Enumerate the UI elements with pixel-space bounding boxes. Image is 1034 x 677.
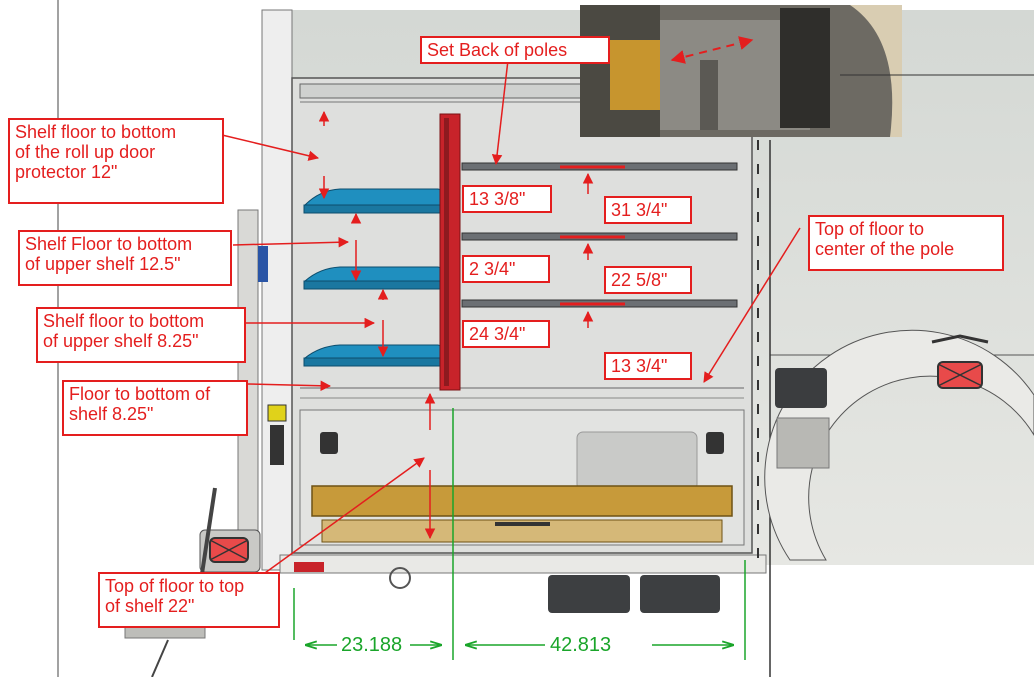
callout-upper-shelf-8-25: Shelf floor to bottom of upper shelf 8.2…: [36, 307, 246, 363]
callout-pole-height-1: 31 3/4": [604, 196, 692, 224]
bottom-sill: [279, 554, 767, 574]
pole-bracket: [439, 113, 461, 391]
side-blue-light: [258, 246, 268, 282]
slide-out-tray: [311, 485, 733, 517]
callout-top-floor-top-shelf: Top of floor to top of shelf 22": [98, 572, 280, 628]
fender-box: [775, 368, 827, 408]
body-left-wall: [261, 9, 293, 571]
under-box-right: [640, 575, 720, 613]
callout-set-back-of-poles: Set Back of poles: [420, 36, 610, 64]
pole-bracket-edge: [444, 118, 449, 386]
vent-left: [320, 432, 338, 454]
side-handle-rail: [237, 209, 259, 541]
dimension-left: 23.188: [339, 634, 405, 656]
callout-pole-gap-2: 2 3/4": [462, 255, 550, 283]
tray-handle: [495, 522, 550, 526]
inset-photo: [580, 5, 902, 137]
callout-floor-to-bottom: Floor to bottom of shelf 8.25": [62, 380, 248, 436]
callout-pole-gap-1: 13 3/8": [462, 185, 552, 213]
callout-pole-gap-3: 24 3/4": [462, 320, 550, 348]
tow-loop: [389, 567, 411, 589]
callout-door-protector: Shelf floor to bottom of the roll up doo…: [8, 118, 224, 204]
side-latch: [270, 425, 284, 465]
rear-light-cross: [209, 539, 249, 561]
callout-upper-shelf-12-5: Shelf Floor to bottom of upper shelf 12.…: [18, 230, 232, 286]
tail-light-cross: [937, 363, 983, 387]
marker-light: [294, 562, 324, 572]
poles: [461, 162, 738, 308]
emblem: [931, 334, 989, 344]
annotation-arrows: [221, 59, 801, 579]
dimension-right: 42.813: [548, 634, 614, 656]
callout-pole-height-3: 13 3/4": [604, 352, 692, 380]
callout-top-floor-center-pole: Top of floor to center of the pole: [808, 215, 1004, 271]
side-switch: [267, 404, 287, 422]
shelves: [303, 188, 445, 367]
access-panel: [576, 431, 698, 491]
under-box-left: [548, 575, 630, 613]
antenna-lower: [151, 639, 169, 677]
callout-pole-height-2: 22 5/8": [604, 266, 692, 294]
vent-right: [706, 432, 724, 454]
dimension-lines: [293, 408, 746, 660]
fender-panel: [776, 417, 830, 469]
